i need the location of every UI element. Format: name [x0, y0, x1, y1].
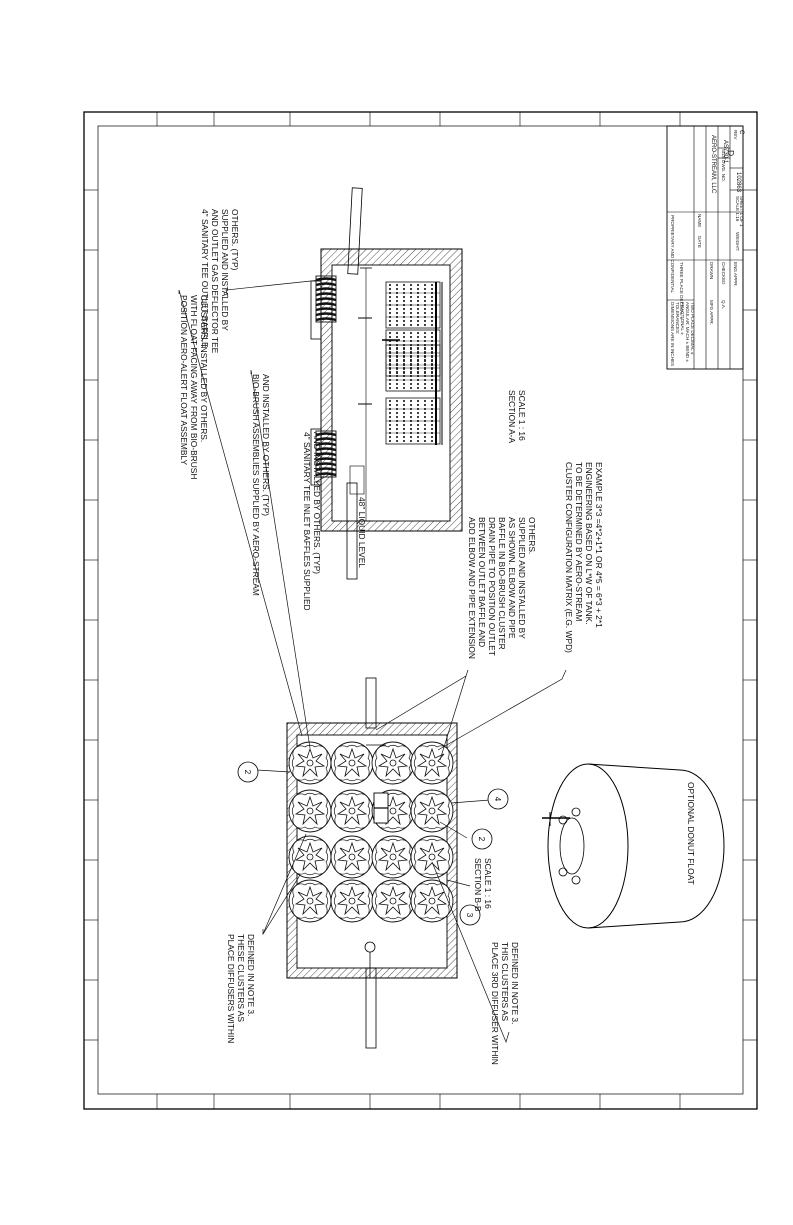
- weight-label: WEIGHT:: [735, 232, 740, 251]
- leader-lines: [178, 278, 567, 1044]
- callout-4-label: 4: [493, 797, 503, 802]
- donut-float-illustration: [542, 763, 725, 929]
- company-name: AERO-STREAM, LLC: [710, 135, 716, 194]
- svg-text:THESE CLUSTERS AS: THESE CLUSTERS AS: [236, 934, 246, 1022]
- rev-value: C: [738, 130, 744, 135]
- svg-text:DEFINED IN NOTE 3.: DEFINED IN NOTE 3.: [510, 942, 520, 1024]
- svg-text:CLUSTERS. INSTALLED BY OTHERS: CLUSTERS. INSTALLED BY OTHERS.: [199, 295, 209, 442]
- tb-col-date: DATE: [697, 236, 702, 248]
- svg-text:4" SANITARY TEE INLET BAFFLES: 4" SANITARY TEE INLET BAFFLES SUPPLIED: [302, 432, 312, 611]
- section-a-a: [310, 187, 463, 580]
- callout-balloons: 2 4 2 3: [237, 761, 509, 926]
- title-block: AERO-STREAM, LLC AS730-1 SIZE D DWG. NO.…: [666, 125, 744, 370]
- tb-row-5: TWO PLACE DECIMAL ±: [690, 302, 695, 355]
- callout-3-label: 3: [465, 913, 475, 918]
- callout-2-mid: [471, 828, 493, 850]
- section-bb-title: SECTION B-B: [473, 858, 483, 912]
- tb-row-4: ANGULAR: MACH ± BEND ±: [685, 302, 690, 362]
- donut-float-label: OPTIONAL DONUT FLOAT: [686, 782, 696, 885]
- section-aa-title: SECTION A-A: [507, 390, 517, 443]
- tb-row-1: DIMENSIONS ARE IN INCHES: [670, 302, 675, 366]
- svg-text:BETWEEN OUTLET BAFFLE AND: BETWEEN OUTLET BAFFLE AND: [477, 517, 487, 647]
- scale-label: SCALE 1:16: [735, 196, 740, 222]
- tb-col-qa: Q.A.: [721, 300, 726, 309]
- tb-col-mfg: MFG APPR.: [709, 300, 714, 325]
- dwg-no-label: DWG. NO.: [721, 160, 726, 182]
- section-b-b: [286, 677, 458, 1049]
- svg-text:BIO-BRUSH ASSEMBLIES SUPPLIED: BIO-BRUSH ASSEMBLIES SUPPLIED BY AERO-ST…: [251, 374, 261, 596]
- svg-text:SUPPLIED AND INSTALLED BY: SUPPLIED AND INSTALLED BY: [517, 517, 527, 639]
- svg-text:AS SHOWN. ELBOW AND PIPE: AS SHOWN. ELBOW AND PIPE: [507, 517, 517, 639]
- svg-text:DRAIN PIPE TO POSITION OUTLET: DRAIN PIPE TO POSITION OUTLET: [487, 517, 497, 656]
- svg-text:ADD ELBOW AND PIPE EXTENSION: ADD ELBOW AND PIPE EXTENSION: [467, 517, 477, 659]
- callout-4: [487, 788, 509, 810]
- svg-text:AND INSTALLED BY OTHERS. (TYP: AND INSTALLED BY OTHERS. (TYP): [261, 374, 271, 516]
- callout-2-mid-label: 2: [477, 837, 487, 842]
- note-bio-brush: BIO-BRUSH ASSEMBLIES SUPPLIED BY AERO-ST…: [251, 374, 271, 596]
- note-outlet-baffle: 4" SANITARY TEE OUTLET BAFFLE AND OUTLET…: [200, 209, 240, 354]
- note-place-diffusers: PLACE DIFFUSERS WITHIN THESE CLUSTERS AS…: [226, 934, 256, 1043]
- tb-col-drawn: DRAWN: [709, 262, 714, 279]
- svg-text:EXAMPLE 3*3 =4*2+1*1 OR 4*5 =: EXAMPLE 3*3 =4*2+1*1 OR 4*5 = 6*3 + 2*1: [594, 462, 604, 628]
- callout-2-top-label: 2: [243, 770, 253, 775]
- svg-text:CLUSTER CONFIGURATION MATRIX (: CLUSTER CONFIGURATION MATRIX (E.G. WPD): [564, 462, 574, 653]
- svg-text:PLACE 3RD DIFFUSER WITHIN: PLACE 3RD DIFFUSER WITHIN: [490, 942, 500, 1065]
- note-cluster-matrix: CLUSTER CONFIGURATION MATRIX (E.G. WPD) …: [564, 462, 604, 653]
- svg-text:TO BE DETERMINED BY AERO-STREA: TO BE DETERMINED BY AERO-STREAM: [574, 462, 584, 621]
- rev-label: REV: [733, 130, 738, 140]
- section-aa-scale: SCALE 1 : 16: [517, 390, 527, 441]
- tb-row-2: TOLERANCES:: [675, 302, 680, 334]
- note-elbow-pipe: ADD ELBOW AND PIPE EXTENSION BETWEEN OUT…: [467, 517, 537, 659]
- section-bb-scale: SCALE 1 : 16: [483, 858, 493, 909]
- size-value: D: [726, 150, 736, 156]
- note-float-assembly: POSITION AERO-ALERT FLOAT ASSEMBLY WITH …: [179, 295, 209, 479]
- tb-col-name: NAME: [697, 214, 702, 227]
- tb-col-checked: CHECKED: [721, 262, 726, 285]
- tb-row-3: FRACTIONAL ±: [680, 302, 685, 335]
- drawing-title: AS730-1: [722, 140, 728, 164]
- svg-text:AND INSTALLED BY OTHERS. (TYP): AND INSTALLED BY OTHERS. (TYP): [312, 432, 322, 574]
- svg-text:OTHERS.: OTHERS.: [527, 517, 537, 554]
- callout-3: [459, 904, 481, 926]
- size-label: SIZE: [721, 149, 726, 159]
- svg-text:4" SANITARY TEE OUTLET BAFFLE: 4" SANITARY TEE OUTLET BAFFLE: [200, 209, 210, 348]
- svg-text:POSITION AERO-ALERT FLOAT ASSE: POSITION AERO-ALERT FLOAT ASSEMBLY: [179, 295, 189, 465]
- svg-text:OTHERS. (TYP): OTHERS. (TYP): [230, 209, 240, 271]
- svg-text:DEFINED IN NOTE 3.: DEFINED IN NOTE 3.: [246, 934, 256, 1016]
- dwg-no-value: 102863: [735, 172, 741, 193]
- liquid-level-label: 48" LIQUID LEVEL: [357, 497, 367, 568]
- svg-text:ENGINEERING BASED ON L*W OF TA: ENGINEERING BASED ON L*W OF TANK.: [584, 462, 594, 625]
- tb-proprietary: PROPRIETARY AND CONFIDENTIAL: [670, 215, 675, 294]
- note-inlet-baffles: 4" SANITARY TEE INLET BAFFLES SUPPLIED A…: [302, 432, 322, 611]
- tb-row-6: THREE PLACE DECIMAL ±: [679, 262, 684, 320]
- tb-col-eng: ENG APPR.: [733, 262, 738, 287]
- svg-text:THIS CLUSTERS AS: THIS CLUSTERS AS: [500, 942, 510, 1022]
- note-place-3rd-diffuser: PLACE 3RD DIFFUSER WITHIN THIS CLUSTERS …: [490, 942, 520, 1065]
- svg-text:AND OUTLET GAS DEFLECTOR TEE: AND OUTLET GAS DEFLECTOR TEE: [210, 209, 220, 354]
- svg-text:PLACE DIFFUSERS WITHIN: PLACE DIFFUSERS WITHIN: [226, 934, 236, 1043]
- svg-text:WITH FLOAT FACING AWAY FROM BI: WITH FLOAT FACING AWAY FROM BIO-BRUSH: [189, 295, 199, 479]
- svg-text:BAFFLE IN BIO-BRUSH CLUSTER: BAFFLE IN BIO-BRUSH CLUSTER: [497, 517, 507, 650]
- sheet-label: SHEET 1 OF 1: [739, 196, 744, 227]
- svg-text:SUPPLIED AND INSTALLED BY: SUPPLIED AND INSTALLED BY: [220, 209, 230, 331]
- callout-2-top: [237, 761, 259, 783]
